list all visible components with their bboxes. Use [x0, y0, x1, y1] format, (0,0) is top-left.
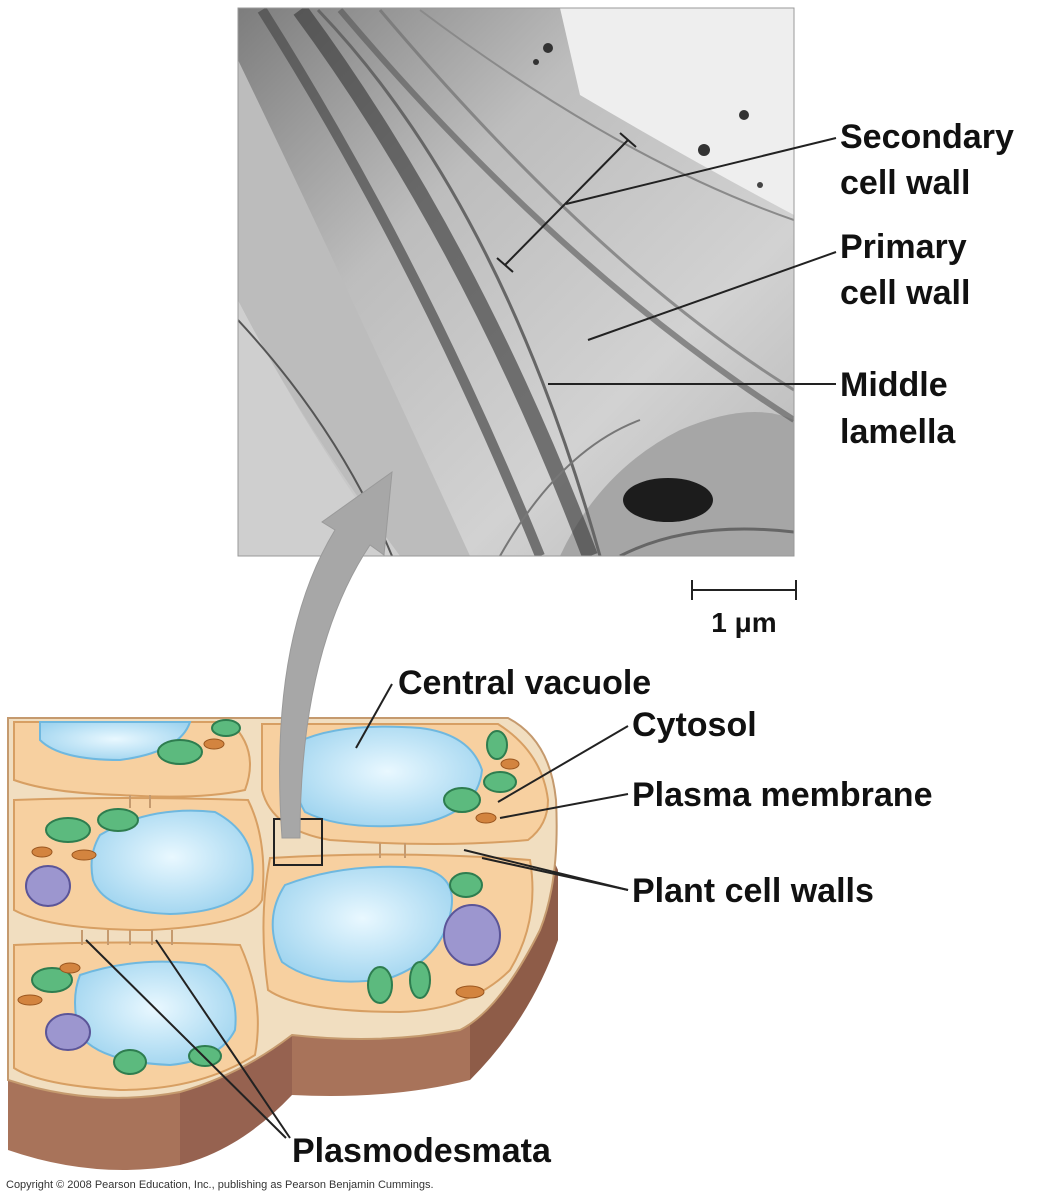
- mitochondrion: [203, 738, 225, 750]
- chloroplast: [113, 1049, 147, 1075]
- secondary-wall-label: Secondary cell wall: [840, 118, 1023, 202]
- mitochondrion: [455, 985, 485, 999]
- vacuole-top-left: [39, 721, 192, 762]
- chloroplast: [367, 966, 393, 1004]
- central-vacuole-leader: [355, 683, 393, 749]
- plant-cell-block: [7, 717, 558, 1170]
- mitochondrion: [17, 994, 43, 1006]
- cell-walls-leader-2: [481, 857, 629, 891]
- chloroplast: [449, 872, 483, 898]
- cytosol-label: Cytosol: [632, 706, 757, 744]
- primary-wall-label-line1: Primary: [840, 228, 967, 266]
- primary-wall-leader: [587, 251, 837, 341]
- chloroplast: [443, 787, 481, 813]
- plasmodesmata-leader-1: [85, 939, 287, 1139]
- nucleus: [45, 1013, 91, 1051]
- mitochondrion: [59, 962, 81, 974]
- scale-bar: 1 μm: [691, 580, 797, 638]
- secondary-wall-leader: [565, 137, 837, 205]
- electron-micrograph: [237, 7, 795, 557]
- block-side-front-middle: [180, 1035, 292, 1165]
- primary-wall-label-line2: cell wall: [840, 274, 970, 312]
- diagram-leaders: [85, 683, 629, 1139]
- vacuole-middle-right: [271, 865, 453, 983]
- nucleus: [443, 904, 501, 966]
- primary-wall-label: Primary cell wall: [840, 228, 976, 312]
- scale-bar-label: 1 μm: [711, 607, 776, 638]
- cytosol-leader: [497, 725, 629, 803]
- plasmodesmata-leader-2: [155, 939, 291, 1139]
- chloroplast: [97, 808, 139, 832]
- mitochondrion: [71, 849, 97, 861]
- chloroplast: [211, 719, 241, 737]
- middle-lamella-label-line2: lamella: [840, 413, 956, 451]
- plant-cell-walls-label: Plant cell walls: [632, 872, 874, 910]
- magnify-arrow: [279, 470, 393, 839]
- chloroplasts: [31, 719, 517, 1075]
- nuclei: [25, 865, 501, 1051]
- mitochondrion: [475, 812, 497, 824]
- block-side-front-left: [8, 1080, 180, 1170]
- secondary-wall-label-line2: cell wall: [840, 164, 970, 202]
- secondary-wall-bracket: [496, 132, 637, 273]
- central-vacuole-label: Central vacuole: [398, 664, 651, 702]
- chloroplast: [483, 771, 517, 793]
- micrograph-leaders: [496, 132, 837, 385]
- vacuole-middle-left: [90, 809, 254, 916]
- plasma-membrane-leader: [499, 793, 629, 819]
- plasmodesmata-pores: [81, 795, 406, 945]
- mitochondrion: [500, 758, 520, 770]
- chloroplast: [45, 817, 91, 843]
- plasma-membrane-label: Plasma membrane: [632, 776, 933, 814]
- mitochondria: [17, 738, 520, 1006]
- chloroplast: [157, 739, 203, 765]
- copyright-text: Copyright © 2008 Pearson Education, Inc.…: [6, 1179, 434, 1191]
- middle-lamella-label: Middle lamella: [840, 366, 957, 451]
- chloroplast: [188, 1045, 222, 1067]
- nucleus: [25, 865, 71, 907]
- plasmodesmata-label: Plasmodesmata: [292, 1132, 552, 1170]
- chloroplast: [31, 967, 73, 993]
- chloroplast: [409, 961, 431, 999]
- mitochondrion: [31, 846, 53, 858]
- chloroplast: [486, 730, 508, 760]
- secondary-wall-label-line1: Secondary: [840, 118, 1014, 156]
- middle-lamella-label-line1: Middle: [840, 366, 948, 404]
